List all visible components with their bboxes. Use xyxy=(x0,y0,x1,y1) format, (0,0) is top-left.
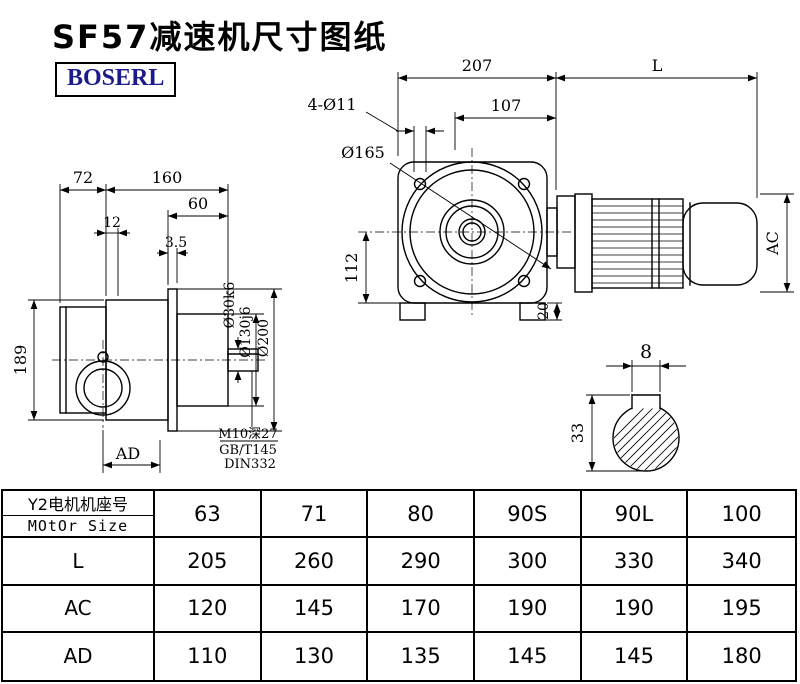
L-value: 260 xyxy=(261,538,369,586)
AD-value: 130 xyxy=(262,632,369,680)
row-label-AC: AC xyxy=(3,585,155,633)
bolt-hole xyxy=(517,177,531,191)
motor-size-value: 100 xyxy=(688,491,795,539)
dim-207: 207 xyxy=(462,56,493,75)
dim-112: 112 xyxy=(342,253,361,284)
dim-bolt-holes: 4-Ø11 xyxy=(307,95,356,114)
AD-value: 145 xyxy=(582,632,689,680)
dim-107: 107 xyxy=(491,96,522,115)
AD-value: 110 xyxy=(155,632,262,680)
dim-pilot-diameter: Ø130j6 xyxy=(238,306,254,358)
AC-value: 190 xyxy=(581,585,689,633)
dim-L: L xyxy=(652,56,663,75)
dim-20: 20 xyxy=(536,302,552,320)
dim-60: 60 xyxy=(188,194,208,213)
technical-drawing: 207 L 107 4-Ø11 Ø165 112 20 AC xyxy=(11,56,794,473)
section-hatching xyxy=(614,406,678,470)
L-value: 205 xyxy=(155,538,262,586)
AC-value: 195 xyxy=(688,586,795,633)
note-gb-standard: GB/T145 xyxy=(219,443,277,458)
motor-size-label-cn: Y2电机机座号 xyxy=(3,491,153,516)
page-title: SF57减速机尺寸图纸 xyxy=(52,18,388,56)
motor-size-label-en: MOtOr Size xyxy=(27,517,129,536)
front-view-outline xyxy=(397,161,758,321)
motor-fins xyxy=(592,205,683,284)
front-view-dimensions xyxy=(358,72,794,321)
motor-size-value: 71 xyxy=(261,491,369,539)
AD-value: 180 xyxy=(721,644,762,669)
dim-AD: AD xyxy=(115,444,140,463)
bolt-hole xyxy=(517,274,531,288)
row-label-AD: AD xyxy=(3,632,155,680)
L-value: 340 xyxy=(688,538,795,586)
foot xyxy=(519,302,546,321)
dim-33: 33 xyxy=(568,423,587,443)
dim-AC: AC xyxy=(763,231,782,256)
bolt-hole xyxy=(413,274,427,288)
motor-size-value: 90S xyxy=(474,491,582,539)
dim-shaft-diameter: Ø30k6 xyxy=(222,282,238,329)
motor-size-header: Y2电机机座号 MOtOr Size xyxy=(3,491,155,539)
dim-8: 8 xyxy=(640,341,652,363)
note-din-standard: DIN332 xyxy=(224,457,276,472)
motor-size-value: 80 xyxy=(368,491,475,539)
dim-flange-od: Ø200 xyxy=(256,319,272,357)
dim-189: 189 xyxy=(11,345,30,376)
dimension-table: Y2电机机座号 MOtOr Size 63 71 80 90S 90L 100 … xyxy=(1,489,797,682)
section-dimensions xyxy=(586,360,686,472)
row-label-L: L xyxy=(3,538,155,586)
AC-value: 145 xyxy=(261,585,369,633)
dim-3_5: 3.5 xyxy=(165,235,187,251)
AD-value: 145 xyxy=(475,632,582,680)
dim-12: 12 xyxy=(103,215,121,231)
motor-size-value: 90L xyxy=(581,491,689,539)
side-view-centerlines xyxy=(52,340,266,428)
keyway-slot xyxy=(632,395,660,409)
brand-logo-box: BOSERL xyxy=(55,62,177,97)
dim-72: 72 xyxy=(73,168,93,187)
front-view-centerlines xyxy=(358,148,572,318)
bolt-hole xyxy=(413,177,427,191)
brand-logo-text: BOSERL xyxy=(67,65,165,91)
motor-endcap xyxy=(682,202,758,286)
AC-value: 120 xyxy=(155,585,262,633)
dim-flange-diameter: Ø165 xyxy=(341,143,385,162)
AC-value: 170 xyxy=(368,585,475,633)
AC-value: 190 xyxy=(474,585,582,633)
L-value: 300 xyxy=(474,538,582,586)
foot xyxy=(399,302,426,321)
keyway-outline xyxy=(631,394,661,410)
motor-flange xyxy=(574,193,593,293)
motor-body xyxy=(591,198,684,289)
motor-size-value: 63 xyxy=(155,491,262,539)
L-value: 330 xyxy=(581,538,689,586)
note-tapped-hole: M10深27 xyxy=(218,427,277,442)
side-view-dimensions xyxy=(28,184,282,473)
AD-value: 135 xyxy=(368,632,475,680)
L-value: 290 xyxy=(368,538,475,586)
dim-160: 160 xyxy=(152,168,183,187)
